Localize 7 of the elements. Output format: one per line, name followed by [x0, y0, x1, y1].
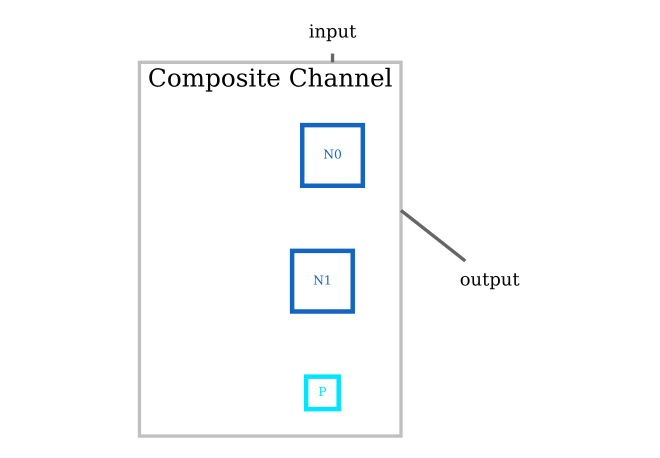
node-box: N1: [290, 248, 355, 314]
connector: [330, 54, 334, 62]
node-box: P: [304, 374, 341, 412]
connector: [400, 209, 466, 262]
node-text: input: [308, 21, 356, 42]
node-text: output: [460, 269, 520, 290]
node-box: N0: [300, 122, 366, 188]
